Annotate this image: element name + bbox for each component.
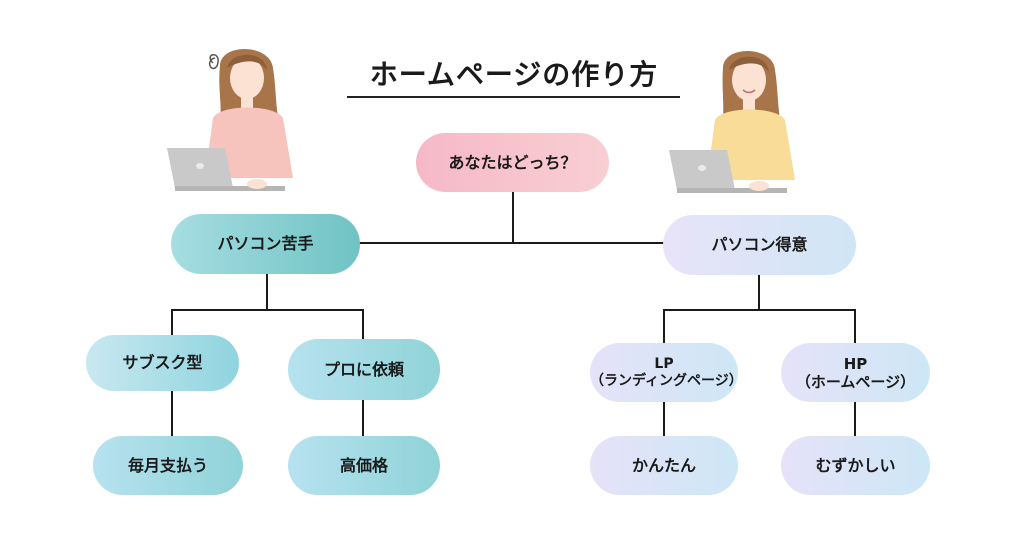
connector-right-a-child bbox=[663, 402, 665, 436]
left-node-label: パソコン苦手 bbox=[217, 234, 314, 254]
right-node-label: パソコン得意 bbox=[711, 235, 808, 255]
title-underline bbox=[347, 96, 680, 98]
connector-left-down bbox=[266, 274, 268, 310]
connector-left-horizontal bbox=[171, 309, 364, 311]
left-child-a-label: サブスク型 bbox=[122, 353, 203, 373]
right-child-b-label-line1: HP bbox=[843, 354, 868, 373]
right-child-a-label-line1: LP bbox=[654, 355, 674, 372]
right-grandchild-a-label: かんたん bbox=[631, 455, 696, 475]
confused-woman-illustration bbox=[167, 48, 293, 191]
left-grandchild-b-node: 高価格 bbox=[288, 436, 440, 495]
right-child-a-label-line2: （ランディングページ） bbox=[590, 372, 743, 389]
happy-woman-illustration bbox=[669, 50, 795, 193]
connector-left-a-child bbox=[171, 390, 173, 436]
connector-right-horizontal bbox=[663, 309, 856, 311]
connector-right-a bbox=[663, 309, 665, 343]
right-node: パソコン得意 bbox=[663, 215, 856, 275]
left-grandchild-a-node: 毎月支払う bbox=[93, 436, 243, 495]
right-child-a-node: LP （ランディングページ） bbox=[590, 343, 743, 402]
diagram-title: ホームページの作り方 bbox=[369, 58, 659, 91]
left-child-b-label: プロに依頼 bbox=[323, 359, 404, 379]
left-child-b-node: プロに依頼 bbox=[288, 339, 440, 400]
root-node-label: あなたはどっち？ bbox=[448, 152, 577, 172]
left-node: パソコン苦手 bbox=[171, 214, 360, 274]
connector-right-b-child bbox=[854, 402, 856, 436]
connector-right-down bbox=[758, 274, 760, 310]
right-grandchild-b-label: むずかしい bbox=[815, 455, 896, 475]
connector-main-horizontal bbox=[358, 242, 666, 244]
connector-left-a bbox=[171, 309, 173, 335]
right-child-b-label-line2: （ホームページ） bbox=[795, 372, 916, 391]
connector-left-b-child bbox=[362, 400, 364, 436]
right-grandchild-a-node: かんたん bbox=[590, 436, 738, 495]
root-node: あなたはどっち？ bbox=[416, 133, 609, 192]
right-grandchild-b-node: むずかしい bbox=[781, 436, 930, 495]
connector-root-down bbox=[512, 192, 514, 244]
left-child-a-node: サブスク型 bbox=[86, 335, 239, 391]
connector-right-b bbox=[854, 309, 856, 343]
left-grandchild-a-label: 毎月支払う bbox=[127, 455, 208, 475]
right-child-b-node: HP （ホームページ） bbox=[781, 343, 930, 402]
left-grandchild-b-label: 高価格 bbox=[339, 455, 388, 475]
connector-left-b bbox=[362, 309, 364, 339]
